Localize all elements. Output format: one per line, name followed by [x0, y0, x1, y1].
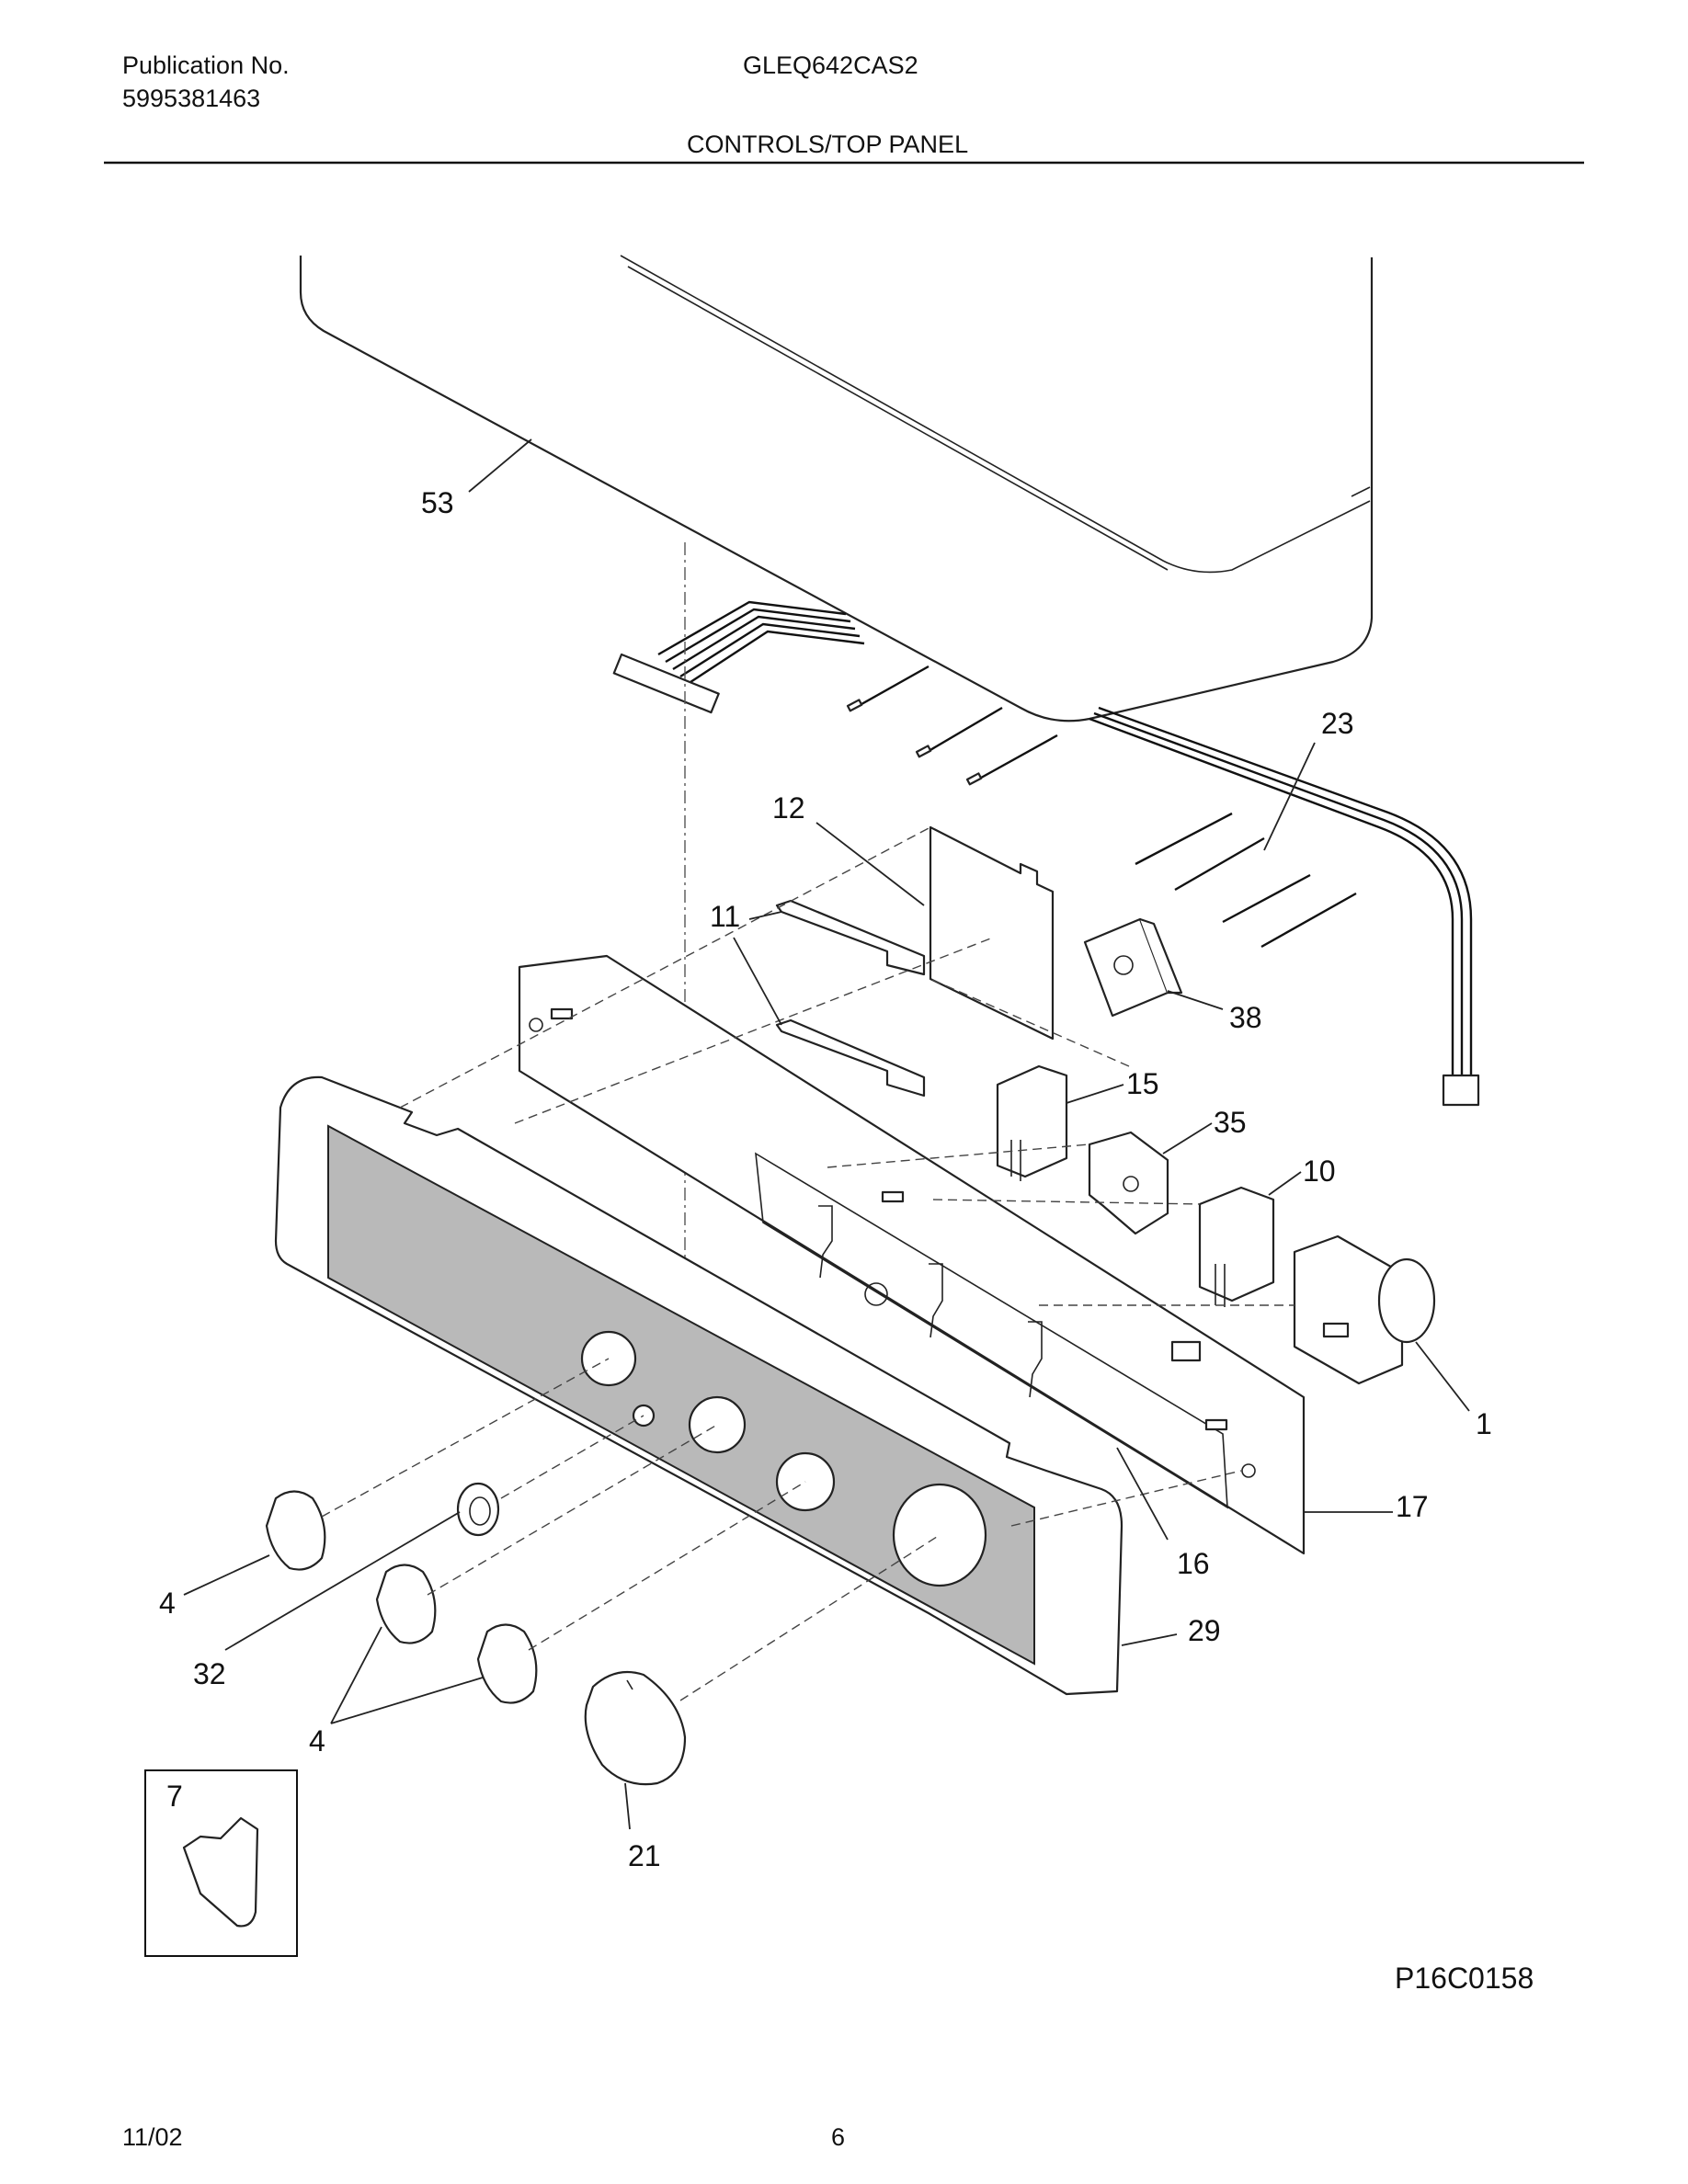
callout-15: 15	[1126, 1067, 1159, 1100]
callout-32: 32	[193, 1657, 226, 1690]
callout-10: 10	[1303, 1155, 1336, 1188]
infinite-switch-part	[1083, 917, 1183, 1018]
control-panel-front	[274, 1075, 1123, 1696]
leader-lines	[183, 438, 1470, 1830]
publication-number: 5995381463	[122, 85, 261, 112]
inset-box-part-7	[144, 1769, 298, 1957]
knob-left	[265, 1490, 326, 1571]
assembly-lines	[321, 826, 1295, 1701]
knob-middle-lower	[476, 1623, 538, 1704]
section-title: CONTROLS/TOP PANEL	[687, 131, 969, 158]
wire-harness-upper	[612, 600, 1058, 786]
wire-harness-right	[1089, 706, 1480, 1107]
bracket-lower	[775, 1018, 926, 1098]
top-panel-part	[299, 255, 1374, 722]
timer-part	[1293, 1234, 1436, 1385]
callout-4-bottom: 4	[309, 1724, 325, 1757]
bracket-upper	[775, 899, 926, 976]
drawing-id: P16C0158	[1395, 1962, 1534, 1995]
callout-38: 38	[1229, 1001, 1262, 1034]
callout-21: 21	[628, 1839, 661, 1872]
switch-15-part	[996, 1064, 1068, 1181]
callout-17: 17	[1396, 1490, 1429, 1523]
indicator-light-part	[456, 1482, 500, 1537]
knob-middle-upper	[375, 1564, 437, 1644]
callout-29: 29	[1188, 1614, 1221, 1647]
page-number: 6	[831, 2123, 846, 2151]
control-board-part	[929, 825, 1055, 1041]
footer-date: 11/02	[122, 2123, 183, 2151]
callout-35: 35	[1214, 1106, 1247, 1139]
callout-23: 23	[1321, 707, 1354, 740]
callout-53: 53	[421, 486, 454, 519]
switch-35-part	[1088, 1131, 1169, 1235]
callout-12: 12	[772, 791, 805, 825]
control-panel-backplate	[518, 954, 1306, 1555]
switch-10-part	[1198, 1186, 1275, 1307]
callout-1: 1	[1476, 1407, 1492, 1440]
callout-11: 11	[710, 900, 740, 933]
model-number: GLEQ642CAS2	[743, 51, 918, 79]
callout-16: 16	[1177, 1547, 1210, 1580]
callout-7: 7	[166, 1780, 183, 1813]
timer-knob-part	[584, 1670, 687, 1786]
callout-4-left: 4	[159, 1587, 176, 1620]
publication-label: Publication No.	[122, 51, 290, 79]
